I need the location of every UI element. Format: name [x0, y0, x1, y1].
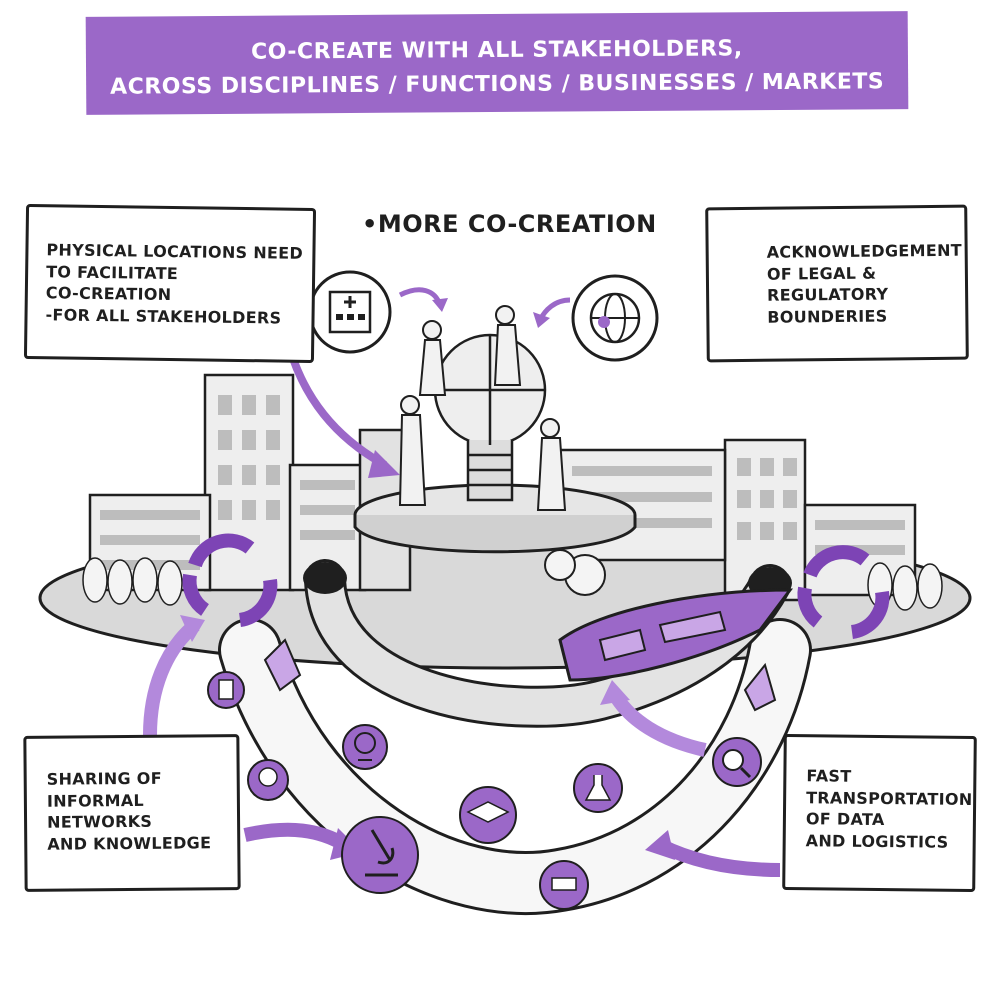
recycle-arrows-icon [182, 533, 278, 627]
microscope-icon [341, 816, 419, 894]
note-sharing-networks: SHARING OF INFORMAL NETWORKS AND KNOWLED… [23, 734, 241, 892]
hospital-arrow [398, 287, 443, 306]
note-physical-locations: PHYSICAL LOCATIONS NEED TO FACILITATE CO… [23, 203, 317, 364]
lightbulb-puzzle-icon [433, 333, 547, 502]
headline: •MORE CO-CREATION [362, 210, 657, 238]
globe-icon [571, 274, 659, 362]
hospital-icon [308, 270, 392, 354]
graduation-cap-icon [459, 786, 517, 844]
right-up-arrow [608, 691, 707, 757]
book-icon [539, 860, 589, 910]
flask-icon [573, 763, 623, 813]
banner-line-2: ACROSS DISCIPLINES / FUNCTIONS / BUSINES… [110, 69, 885, 100]
left-city [88, 373, 412, 592]
note-legal-regulatory: ACKNOWLEDGEMENT OF LEGAL & REGULATORY BO… [705, 204, 969, 363]
note-text: FAST TRANSPORTATION OF DATA AND LOGISTIC… [805, 766, 973, 852]
banner-line-1: CO-CREATE WITH ALL STAKEHOLDERS, [251, 36, 743, 65]
train-icon [544, 549, 794, 682]
note-text: SHARING OF INFORMAL NETWORKS AND KNOWLED… [46, 768, 212, 854]
left-up-arrow [143, 619, 200, 736]
note-text: PHYSICAL LOCATIONS NEED TO FACILITATE CO… [45, 240, 304, 328]
rocket-icon [263, 638, 777, 712]
desk-globe-icon [342, 724, 388, 770]
medal-icon [247, 759, 289, 801]
title-banner: CO-CREATE WITH ALL STAKEHOLDERS, ACROSS … [85, 11, 909, 115]
trees [82, 557, 943, 611]
people [398, 305, 567, 511]
recycle-arrows-icon [797, 545, 890, 639]
note-fast-transportation: FAST TRANSPORTATION OF DATA AND LOGISTIC… [782, 733, 977, 893]
note-text: ACKNOWLEDGEMENT OF LEGAL & REGULATORY BO… [766, 240, 963, 327]
left-bottom-arrow [243, 822, 349, 852]
globe-search-icon [712, 737, 762, 787]
document-icon [207, 671, 245, 709]
